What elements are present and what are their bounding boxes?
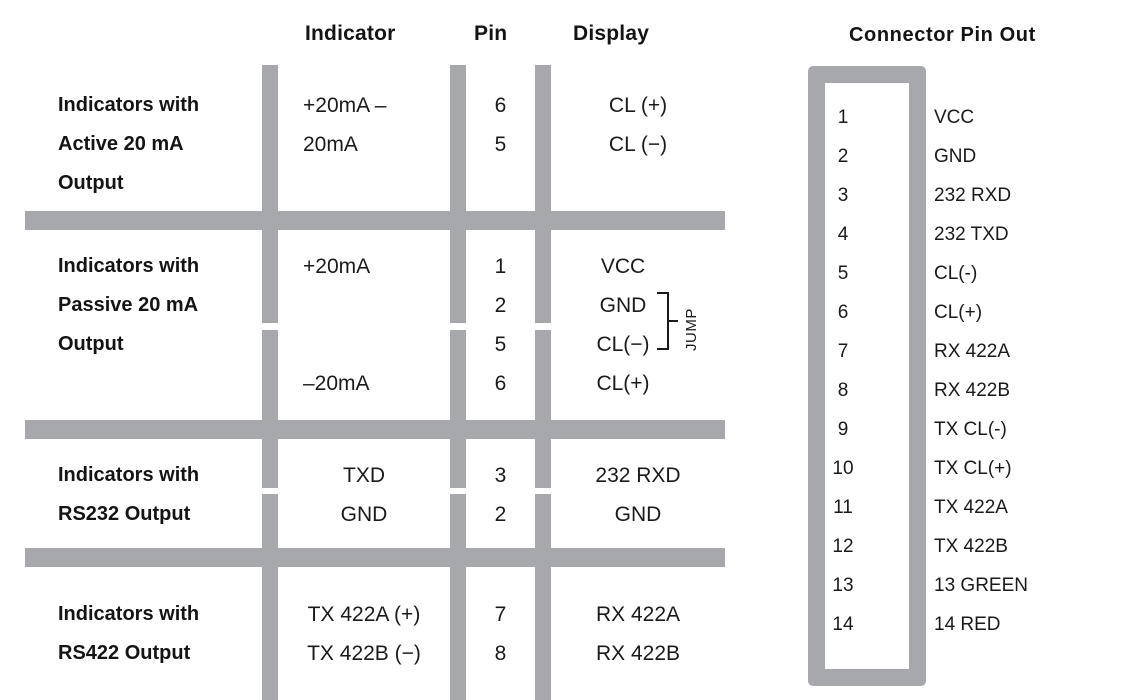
column-header-pin: Pin — [474, 22, 508, 45]
display-value: RX 422A — [595, 603, 681, 626]
pin-value: 7 — [494, 603, 507, 626]
display-value: CL(−) — [596, 333, 650, 356]
connector-pin-number: 1 — [837, 107, 849, 128]
column-separator — [535, 494, 551, 548]
connector-pin-number: 5 — [837, 263, 849, 284]
section-label: Indicators with — [58, 255, 200, 277]
column-separator — [535, 567, 551, 700]
display-value: CL(+) — [596, 372, 650, 395]
indicator-value: +20mA — [303, 255, 371, 278]
column-separator — [450, 65, 466, 211]
column-separator — [262, 65, 278, 211]
connector-pin-name: TX 422B — [934, 536, 1008, 557]
connector-pin-number: 12 — [832, 536, 854, 557]
section-divider — [25, 548, 725, 567]
column-separator — [535, 230, 551, 323]
connector-pinout-title: Connector Pin Out — [849, 24, 1036, 46]
connector-pin-name: 14 RED — [934, 614, 1001, 635]
section-divider — [25, 420, 725, 439]
pin-value: 3 — [494, 464, 507, 487]
connector-pin-number: 4 — [837, 224, 849, 245]
pin-value: 6 — [494, 94, 507, 117]
section-label: RS422 Output — [58, 642, 191, 664]
connector-pin-name: TX 422A — [934, 497, 1008, 518]
pin-value: 2 — [494, 294, 507, 317]
column-separator — [262, 494, 278, 548]
indicator-value: +20mA – — [303, 94, 387, 117]
connector-pin-number: 2 — [837, 146, 849, 167]
connector-pin-name: GND — [934, 146, 977, 167]
section-label: Indicators with — [58, 94, 200, 116]
column-separator — [450, 494, 466, 548]
section-divider — [25, 211, 725, 230]
pin-value: 2 — [494, 503, 507, 526]
connector-pin-name: RX 422B — [934, 380, 1011, 401]
column-separator — [450, 230, 466, 323]
connector-pin-number: 8 — [837, 380, 849, 401]
connector-pin-number: 14 — [832, 614, 854, 635]
connector-pin-number: 9 — [837, 419, 849, 440]
connector-pin-number: 11 — [833, 497, 853, 518]
column-separator — [450, 439, 466, 488]
column-header-display: Display — [573, 22, 650, 45]
section-label: Indicators with — [58, 464, 200, 486]
indicator-value: TXD — [343, 464, 385, 487]
display-value: GND — [614, 503, 662, 526]
display-value: CL (−) — [608, 133, 668, 156]
column-separator — [262, 439, 278, 488]
indicator-value: –20mA — [303, 372, 370, 395]
section-label: RS232 Output — [58, 503, 191, 525]
pin-value: 1 — [494, 255, 507, 278]
section-label: Active 20 mA — [58, 133, 184, 155]
pin-value: 5 — [494, 333, 507, 356]
connector-pin-number: 3 — [837, 185, 849, 206]
pin-value: 6 — [494, 372, 507, 395]
indicator-value: TX 422A (+) — [307, 603, 421, 626]
connector-pin-number: 13 — [832, 575, 854, 596]
column-separator — [450, 330, 466, 420]
section-label: Output — [58, 333, 124, 355]
pin-value: 5 — [494, 133, 507, 156]
column-separator — [535, 330, 551, 420]
jump-bracket-stem — [669, 320, 678, 322]
column-separator — [262, 567, 278, 700]
indicator-value: TX 422B (−) — [307, 642, 421, 665]
indicator-value: 20mA — [303, 133, 358, 156]
column-separator — [535, 439, 551, 488]
connector-pin-number: 10 — [832, 458, 854, 479]
connector-pin-name: TX CL(+) — [934, 458, 1012, 479]
display-value: CL (+) — [608, 94, 668, 117]
column-separator — [535, 65, 551, 211]
section-label: Indicators with — [58, 603, 200, 625]
connector-pin-number: 7 — [837, 341, 849, 362]
connector-pin-name: CL(+) — [934, 302, 983, 323]
pin-value: 8 — [494, 642, 507, 665]
connector-pin-name: 13 GREEN — [934, 575, 1028, 596]
connector-pin-name: TX CL(-) — [934, 419, 1007, 440]
connector-pin-number: 6 — [837, 302, 849, 323]
display-value: 232 RXD — [595, 464, 681, 487]
indicator-value: GND — [340, 503, 388, 526]
jump-bracket — [657, 292, 669, 350]
display-value: VCC — [600, 255, 646, 278]
section-label: Passive 20 mA — [58, 294, 199, 316]
jump-label: JUMP — [683, 308, 700, 351]
display-value: RX 422B — [595, 642, 681, 665]
section-label: Output — [58, 172, 124, 194]
column-header-indicator: Indicator — [305, 22, 396, 45]
connector-pin-name: VCC — [934, 107, 975, 128]
column-separator — [262, 330, 278, 420]
connector-pin-name: 232 RXD — [934, 185, 1012, 206]
connector-pin-name: 232 TXD — [934, 224, 1009, 245]
connector-outline — [808, 66, 926, 686]
connector-pin-name: RX 422A — [934, 341, 1011, 362]
display-value: GND — [599, 294, 647, 317]
column-separator — [450, 567, 466, 700]
connector-pin-name: CL(-) — [934, 263, 978, 284]
column-separator — [262, 230, 278, 323]
